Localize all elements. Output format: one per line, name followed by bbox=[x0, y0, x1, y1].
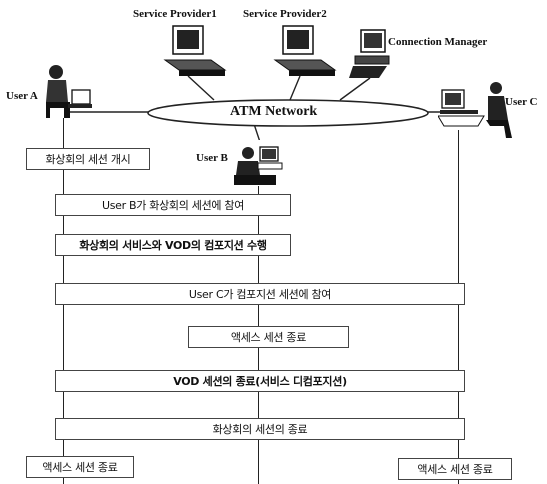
user-c-label: User C bbox=[505, 96, 538, 108]
step-box: User B가 화상회의 세션에 참여 bbox=[55, 194, 291, 216]
person-at-computer-icon bbox=[438, 82, 512, 138]
connection-manager-label: Connection Manager bbox=[388, 36, 488, 48]
person-at-computer-icon bbox=[46, 65, 92, 118]
step-box: 화상회의 세션의 종료 bbox=[55, 418, 465, 440]
atm-network-label: ATM Network bbox=[230, 104, 318, 119]
service-provider-2-label: Service Provider2 bbox=[243, 8, 327, 20]
user-c-lifeline bbox=[458, 130, 459, 484]
atm-network-ellipse bbox=[147, 99, 429, 127]
user-b-label: User B bbox=[196, 152, 228, 164]
step-box: 액세스 세션 종료 bbox=[188, 326, 349, 348]
computer-icon bbox=[163, 25, 227, 76]
service-provider-1-label: Service Provider1 bbox=[133, 8, 217, 20]
step-box: 화상회의 서비스와 VOD의 컴포지션 수행 bbox=[55, 234, 291, 256]
person-at-computer-icon bbox=[234, 146, 283, 185]
network-links bbox=[70, 75, 448, 140]
step-box: 액세스 세션 종료 bbox=[26, 456, 134, 478]
step-box: 화상회의 세션 개시 bbox=[26, 148, 150, 170]
step-box: VOD 세션의 종료(서비스 디컴포지션) bbox=[55, 370, 465, 392]
step-box: User C가 컴포지션 세션에 참여 bbox=[55, 283, 465, 305]
computer-icon bbox=[273, 25, 337, 76]
workstation-icon bbox=[349, 29, 390, 78]
step-box: 액세스 세션 종료 bbox=[398, 458, 512, 480]
user-a-label: User A bbox=[6, 90, 38, 102]
